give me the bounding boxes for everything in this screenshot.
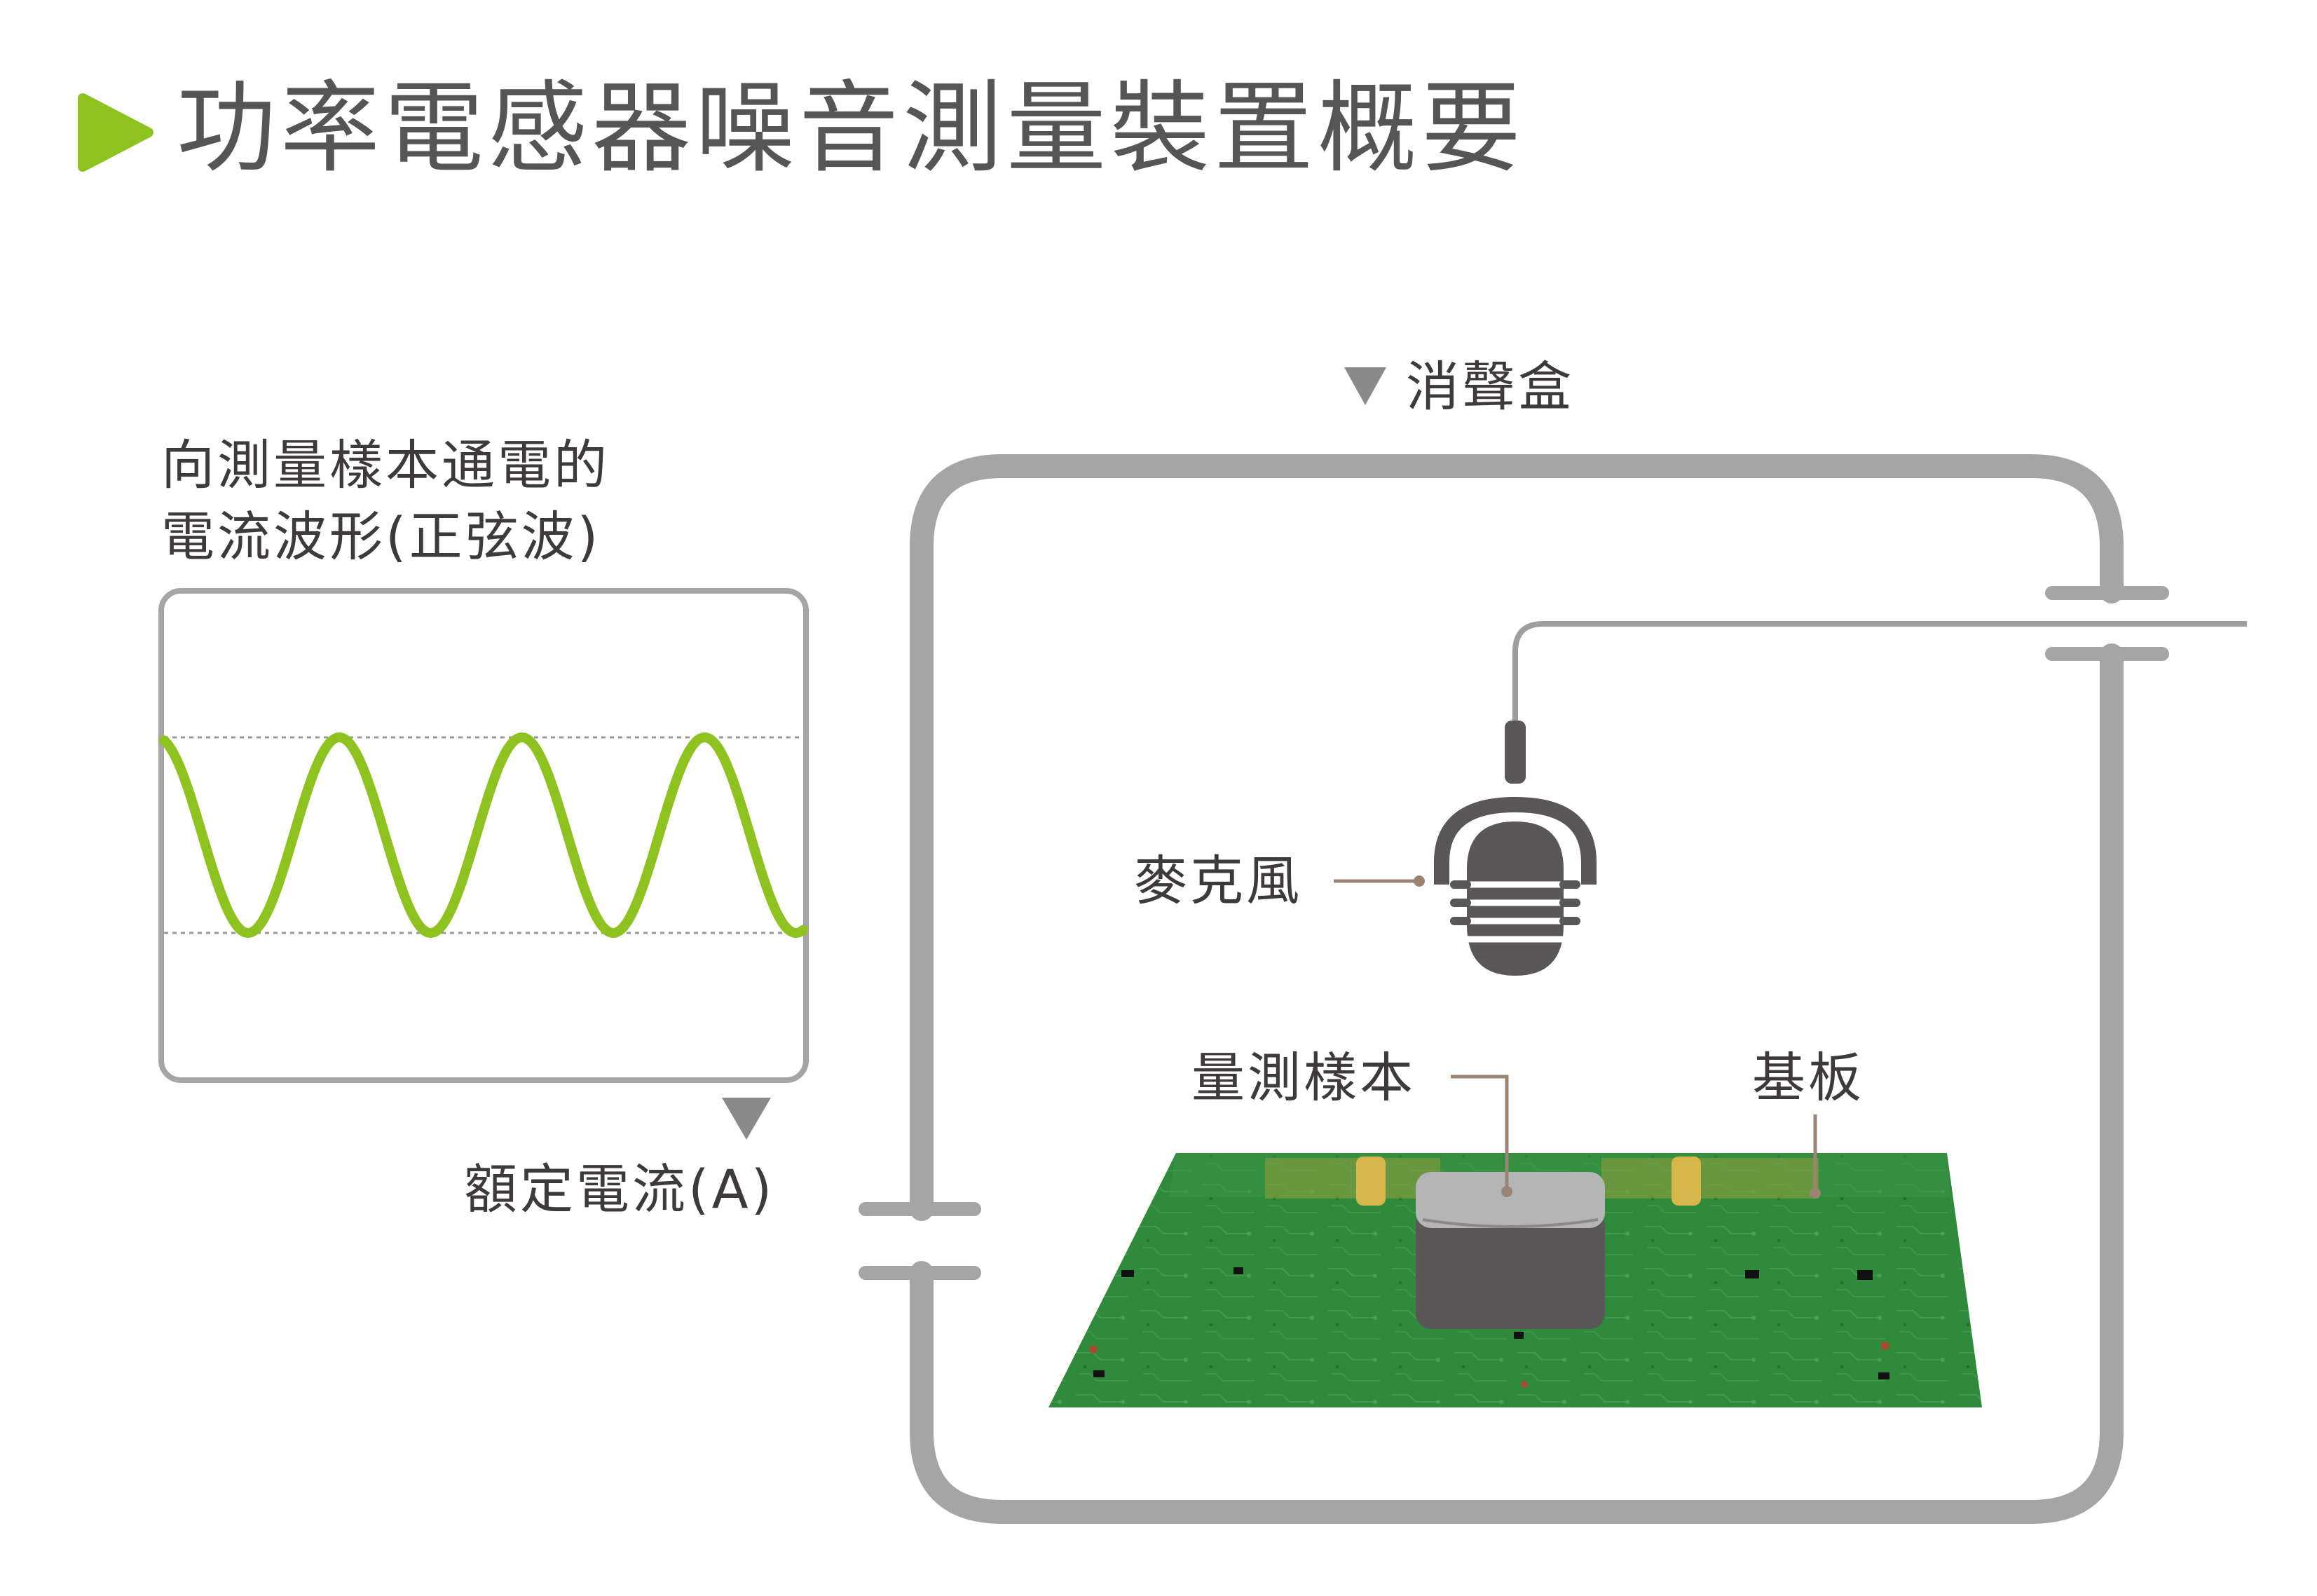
sample-top <box>1416 1172 1605 1228</box>
mic-grille-outer <box>1450 880 1580 925</box>
box-label-group: 消聲盒 <box>1344 355 1574 418</box>
page-header: 功率電感器噪音測量裝置概要 <box>78 71 1525 186</box>
sample-callout: 量測樣本 <box>1191 1046 1512 1197</box>
current-label: 額定電流(A) <box>464 1158 774 1220</box>
pcb-components <box>1093 1267 1889 1379</box>
mic-yoke <box>1434 796 1597 885</box>
pad-array-left <box>1265 1157 1440 1206</box>
microphone-callout: 麥克風 <box>1134 850 1425 912</box>
sample-label: 量測樣本 <box>1191 1046 1416 1109</box>
microphone-leader-dot <box>1414 875 1425 887</box>
anechoic-box <box>859 454 2169 1524</box>
box-frame-left-top <box>910 454 2124 1221</box>
page-title: 功率電感器噪音測量裝置概要 <box>177 71 1525 186</box>
microphone-icon <box>1434 621 2247 976</box>
sample-leader-dot <box>1501 1186 1512 1197</box>
waveform-label-line1: 向測量樣本通電的 <box>161 434 610 496</box>
board-label: 基板 <box>1752 1046 1864 1109</box>
board-leader-dot <box>1810 1187 1821 1199</box>
mic-stem <box>1505 721 1526 784</box>
mic-cable <box>1512 621 2247 779</box>
sample-top-edge <box>1422 1218 1599 1228</box>
sine-waveform <box>159 732 808 939</box>
box-label: 消聲盒 <box>1406 355 1574 418</box>
measurement-sample <box>1416 1172 1605 1329</box>
pad-array-right <box>1601 1157 1819 1206</box>
box-frame-bottom <box>910 643 2124 1524</box>
waveform-panel: 向測量樣本通電的 電流波形(正弦波) <box>158 434 809 1140</box>
microphone-label: 麥克風 <box>1134 850 1302 912</box>
play-triangle-icon <box>78 93 153 172</box>
mic-head <box>1467 821 1564 976</box>
oscilloscope-frame <box>158 588 809 1083</box>
waveform-label-line2: 電流波形(正弦波) <box>161 505 601 568</box>
mic-grille <box>1458 881 1573 943</box>
down-triangle-icon <box>722 1098 771 1140</box>
sample-body <box>1416 1210 1605 1329</box>
board-callout: 基板 <box>1752 1046 1864 1199</box>
sample-leader <box>1451 1075 1509 1192</box>
down-triangle-icon <box>1344 367 1386 405</box>
